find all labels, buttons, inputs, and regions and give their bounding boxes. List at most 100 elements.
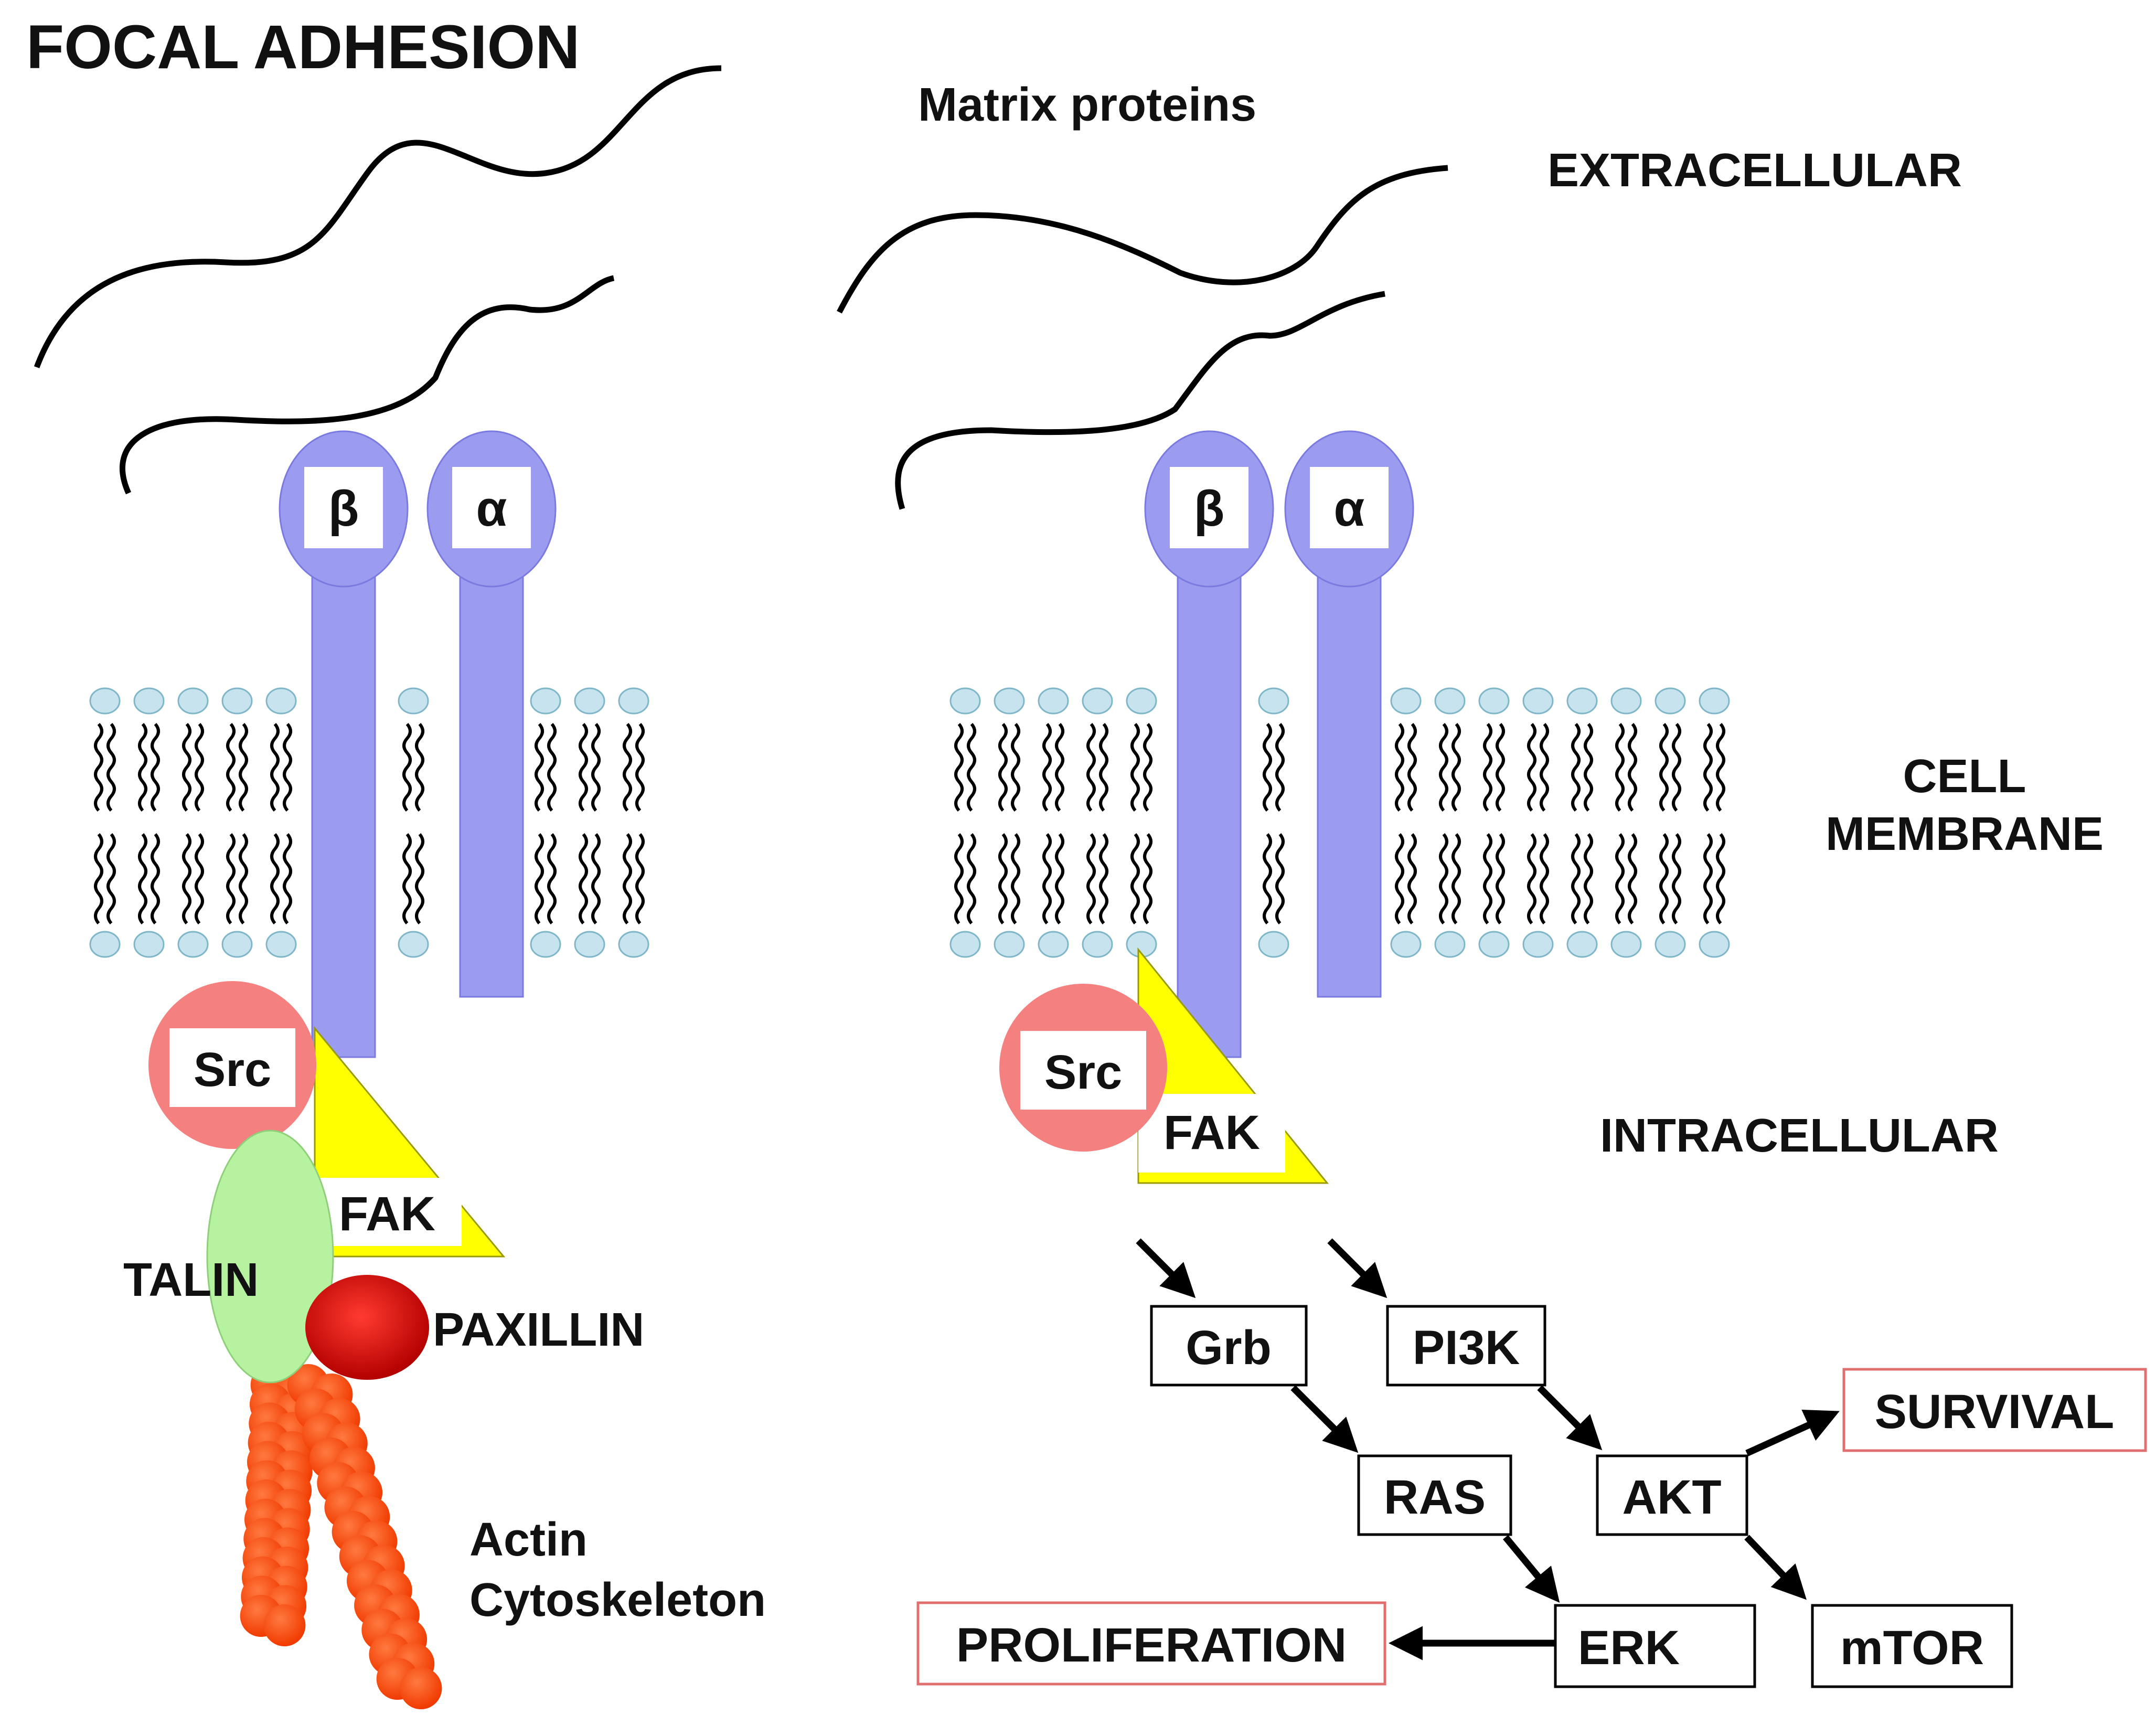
lipid-tail	[1439, 723, 1448, 812]
lipid-tail	[1672, 833, 1681, 924]
integrin-alpha-stalk-right	[1317, 545, 1382, 998]
cell-membrane-label-line2: MEMBRANE	[1826, 808, 2104, 860]
ras-box	[1357, 1454, 1512, 1536]
lipid-tail	[1099, 833, 1108, 924]
lipid-tail	[1483, 723, 1492, 812]
erk-box	[1554, 1604, 1756, 1688]
matrix-proteins-label: Matrix proteins	[918, 79, 1256, 131]
akt-box	[1596, 1454, 1748, 1536]
lipid-tail	[1703, 723, 1713, 812]
lipid-head	[994, 687, 1025, 715]
lipid-tail	[151, 833, 160, 924]
cell-membrane-label-line1: CELL	[1903, 750, 2026, 803]
lipid-head	[574, 931, 605, 958]
signaling-complex-right: FAK Src	[999, 947, 1329, 1184]
diagram-title: FOCAL ADHESION	[26, 13, 580, 82]
fak-box-right	[1138, 1094, 1285, 1173]
lipid-tail	[1275, 723, 1285, 812]
lipid-tail	[1615, 833, 1625, 924]
actin-cytoskeleton	[240, 1364, 442, 1709]
lipid-tail	[1703, 833, 1713, 924]
lipid-head	[1038, 687, 1069, 715]
lipid-head	[1522, 931, 1554, 958]
lipid-head	[1390, 687, 1422, 715]
lipid-tail	[94, 833, 103, 924]
lipid-tail	[1628, 723, 1637, 812]
lipid-tail	[182, 833, 191, 924]
lipid-head	[1699, 687, 1730, 715]
integrin-beta-stalk-left	[311, 545, 376, 1058]
actin-bead	[263, 1604, 306, 1646]
lipid-bilayer-left	[89, 687, 649, 958]
integrin-alpha-stalk-left	[459, 545, 524, 998]
pi3k-box	[1386, 1305, 1546, 1387]
lipid-head	[1699, 931, 1730, 958]
lipid-tail	[415, 723, 424, 812]
lipid-head	[1478, 931, 1510, 958]
integrin-beta-label-left: β	[328, 481, 359, 537]
matrix-protein-strands-right	[837, 165, 1448, 510]
focal-adhesion-complex-left: FAK Src TALIN PAXILLIN Actin Cytoskeleto…	[123, 981, 766, 1626]
lipid-tail	[1042, 723, 1052, 812]
lipid-tail	[579, 723, 588, 812]
lipid-tail	[1584, 723, 1593, 812]
integrin-beta-stalk-right	[1177, 545, 1242, 1058]
lipid-tail	[1407, 723, 1417, 812]
lipid-head	[949, 687, 981, 715]
lipid-tail	[138, 833, 147, 924]
intracellular-label: INTRACELLULAR	[1600, 1110, 1999, 1162]
lipid-tail	[591, 833, 601, 924]
lipid-head	[1082, 931, 1113, 958]
arrow-ras-to-erk	[1502, 1535, 1560, 1603]
lipid-tail	[1483, 833, 1492, 924]
lipid-tail	[1716, 833, 1725, 924]
lipid-tail	[1099, 723, 1108, 812]
lipid-tail	[1527, 833, 1536, 924]
lipid-tail	[226, 723, 236, 812]
paxillin-shape	[305, 1275, 429, 1380]
signaling-pathway: Grb PI3K RAS AKT ERK mTOR SURVIVAL PROLI…	[916, 1305, 2147, 1688]
lipid-tail	[239, 723, 248, 812]
integrin-beta-label-right: β	[1194, 481, 1225, 537]
lipid-head	[1434, 687, 1466, 715]
lipid-head	[177, 931, 209, 958]
lipid-tail	[151, 723, 160, 812]
lipid-tail	[283, 723, 292, 812]
lipid-tail	[1496, 723, 1505, 812]
lipid-tail	[402, 723, 412, 812]
lipid-tail	[1130, 723, 1140, 812]
lipid-head	[1610, 687, 1642, 715]
lipid-tail	[138, 723, 147, 812]
src-box-left	[169, 1028, 295, 1107]
lipid-head	[89, 931, 121, 958]
lipid-tail	[415, 833, 424, 924]
erk-label: ERK	[1578, 1621, 1680, 1675]
lipid-tail	[954, 723, 964, 812]
lipid-tail	[1395, 833, 1404, 924]
lipid-tail	[1275, 833, 1285, 924]
lipid-tail	[1086, 833, 1096, 924]
talin-shape	[206, 1130, 334, 1383]
lipid-tail	[239, 833, 248, 924]
actin-label-line1: Actin	[469, 1514, 588, 1566]
lipid-tail	[967, 833, 976, 924]
lipid-tail	[579, 833, 588, 924]
integrin-beta-box-left	[304, 467, 383, 548]
lipid-head	[530, 687, 561, 715]
lipid-tail	[182, 723, 191, 812]
arrow-fak-to-pi3k	[1327, 1238, 1387, 1298]
lipid-tail	[1055, 833, 1064, 924]
lipid-tail	[1540, 723, 1549, 812]
lipid-tail	[283, 833, 292, 924]
integrin-alpha-box-right	[1310, 467, 1389, 548]
lipid-tail	[106, 723, 116, 812]
lipid-tail	[270, 833, 280, 924]
survival-label: SURVIVAL	[1875, 1385, 2115, 1439]
lipid-tail	[1615, 723, 1625, 812]
lipid-tail	[635, 833, 645, 924]
lipid-tail	[1263, 723, 1272, 812]
lipid-head	[574, 687, 605, 715]
extracellular-label: EXTRACELLULAR	[1547, 144, 1962, 197]
lipid-head	[1126, 687, 1157, 715]
proliferation-box	[916, 1601, 1386, 1686]
